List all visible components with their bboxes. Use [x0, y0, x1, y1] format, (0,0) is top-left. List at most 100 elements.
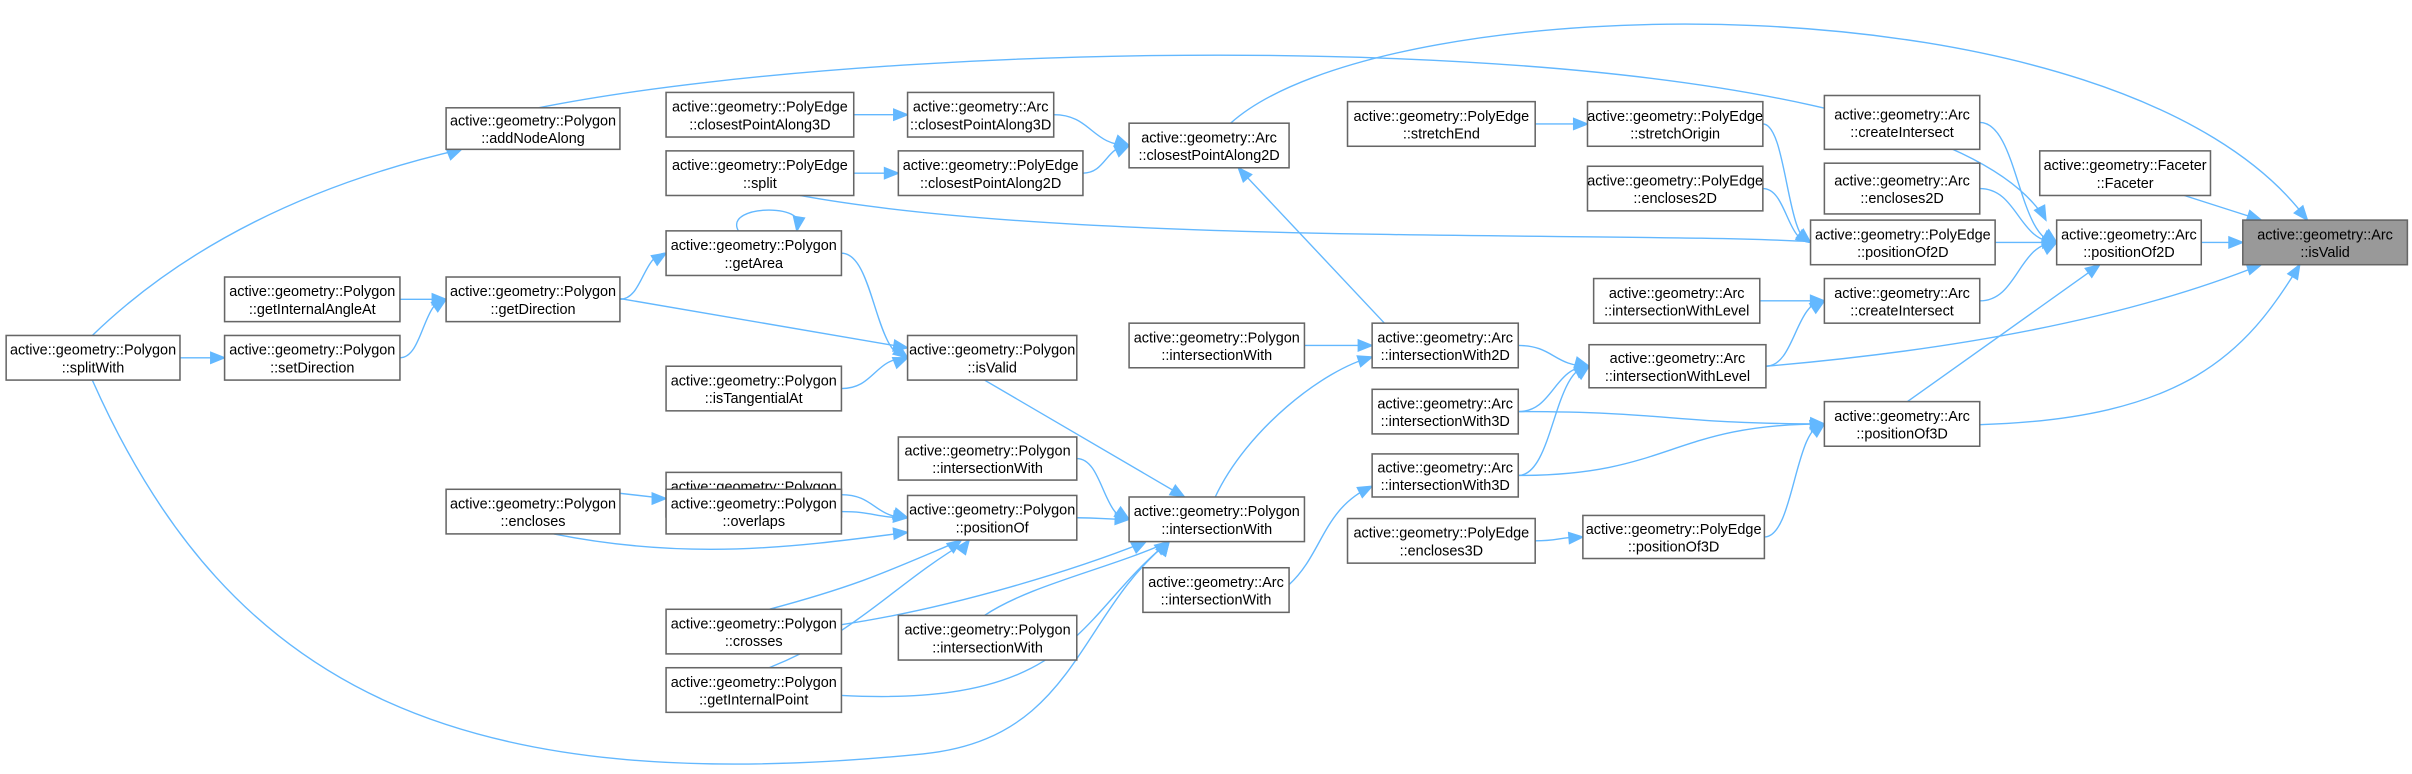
node-arcCPA2D[interactable]: active::geometry::Arc::closestPointAlong…	[1128, 122, 1290, 169]
node-label-class: active::geometry::Arc	[1609, 286, 1745, 302]
node-label-class: active::geometry::PolyEdge	[672, 158, 848, 174]
node-peStretchEnd[interactable]: active::geometry::PolyEdge::stretchEnd	[1346, 100, 1536, 148]
node-label-method: ::closestPointAlong3D	[689, 117, 830, 133]
node-pePos2D[interactable]: active::geometry::PolyEdge::positionOf2D	[1809, 219, 1996, 266]
node-arcCreateTop[interactable]: active::geometry::Arc::createIntersect	[1823, 94, 1981, 151]
node-box	[897, 614, 1078, 661]
node-label-method: ::intersectionWith3D	[1381, 478, 1510, 494]
node-box	[897, 150, 1084, 197]
node-label-method: ::setDirection	[270, 360, 354, 376]
edges	[91, 23, 2309, 765]
node-label-method: ::encloses	[501, 514, 566, 530]
node-peCPA3D[interactable]: active::geometry::PolyEdge::closestPoint…	[665, 91, 855, 138]
node-box	[445, 276, 621, 323]
arrowhead	[1155, 540, 1171, 558]
node-arcIW[interactable]: active::geometry::Arc::intersectionWith	[1142, 566, 1290, 614]
node-label-method: ::encloses2D	[1633, 191, 1716, 207]
node-label-class: active::geometry::Polygon	[450, 113, 616, 129]
node-label-class: active::geometry::Arc	[1141, 130, 1277, 146]
node-polyIWtop[interactable]: active::geometry::Polygon::intersectionW…	[1128, 322, 1306, 369]
node-label-method: ::isValid	[967, 360, 1016, 376]
node-arcIWLsmall[interactable]: active::geometry::Arc::intersectionWithL…	[1592, 277, 1761, 324]
node-label-method: ::closestPointAlong2D	[1138, 148, 1279, 164]
node-faceter[interactable]: active::geometry::Faceter::Faceter	[2038, 150, 2212, 197]
node-box	[1823, 94, 1981, 151]
edge-polyIsValid-to-polyIWmain	[984, 379, 1185, 498]
node-polyIWmid[interactable]: active::geometry::Polygon::intersectionW…	[897, 436, 1078, 481]
node-arcIWL[interactable]: active::geometry::Arc::intersectionWithL…	[1588, 343, 1767, 389]
node-peStretchOrigin[interactable]: active::geometry::PolyEdge::stretchOrigi…	[1586, 100, 1764, 148]
node-label-class: active::geometry::Polygon	[905, 443, 1071, 459]
node-addNodeAlong[interactable]: active::geometry::Polygon::addNodeAlong	[445, 107, 621, 151]
node-peCPA2D[interactable]: active::geometry::PolyEdge::closestPoint…	[897, 150, 1084, 197]
arrowhead	[2033, 204, 2047, 222]
node-label-class: active::geometry::Arc	[2061, 227, 2197, 243]
node-label-class: active::geometry::Arc	[1377, 397, 1513, 413]
node-label-method: ::split	[743, 176, 777, 192]
node-peEncl2D[interactable]: active::geometry::PolyEdge::encloses2D	[1586, 165, 1764, 212]
node-box	[1346, 517, 1536, 564]
node-polyIsValid[interactable]: active::geometry::Polygon::isValid	[906, 334, 1078, 381]
arrowhead	[892, 339, 910, 352]
edge-getArea-to-getArea	[735, 209, 800, 232]
node-box	[1588, 343, 1767, 389]
node-label-method: ::intersectionWith	[932, 640, 1043, 656]
node-box	[1128, 496, 1306, 543]
edge-peSplit-to-pePos2D	[799, 194, 1811, 243]
node-arcPos2D[interactable]: active::geometry::Arc::positionOf2D	[2055, 219, 2203, 266]
node-getIntPoint[interactable]: active::geometry::Polygon::getInternalPo…	[665, 666, 843, 714]
node-peSplit[interactable]: active::geometry::PolyEdge::split	[665, 150, 855, 197]
node-isTangential[interactable]: active::geometry::Polygon::isTangentialA…	[665, 365, 843, 412]
node-box	[1592, 277, 1761, 324]
node-box	[1586, 100, 1764, 148]
node-arcCPA3D[interactable]: active::geometry::Arc::closestPointAlong…	[906, 91, 1055, 138]
node-isValid[interactable]: active::geometry::Arc::isValid	[2242, 219, 2409, 266]
node-arcPos3D[interactable]: active::geometry::Arc::positionOf3D	[1823, 400, 1981, 447]
node-getArea[interactable]: active::geometry::Polygon::getArea	[665, 230, 843, 277]
node-label-method: ::stretchEnd	[1403, 127, 1480, 143]
arrowhead	[445, 148, 464, 161]
node-getIntAngle[interactable]: active::geometry::Polygon::getInternalAn…	[223, 276, 401, 323]
node-label-class: active::geometry::Polygon	[229, 343, 395, 359]
node-polyIWlow[interactable]: active::geometry::Polygon::intersectionW…	[897, 614, 1078, 661]
node-box	[1823, 277, 1981, 324]
node-label-method: ::overlaps	[722, 514, 785, 530]
node-setDirection[interactable]: active::geometry::Polygon::setDirection	[223, 334, 401, 381]
node-pePos3D[interactable]: active::geometry::PolyEdge::positionOf3D	[1582, 514, 1766, 560]
node-label-method: ::intersectionWith	[1161, 593, 1272, 609]
node-arcIW2D[interactable]: active::geometry::Arc::intersectionWith2…	[1371, 322, 1520, 369]
arrowhead	[2228, 235, 2245, 249]
node-box	[1809, 219, 1996, 266]
node-getDirection[interactable]: active::geometry::Polygon::getDirection	[445, 276, 621, 323]
node-box	[906, 334, 1078, 381]
node-label-class: active::geometry::Arc	[2257, 227, 2393, 243]
node-box	[1128, 322, 1306, 369]
node-arcIW3Da[interactable]: active::geometry::Arc::intersectionWith3…	[1371, 388, 1520, 435]
node-label-class: active::geometry::Arc	[1834, 286, 1970, 302]
node-box	[906, 494, 1078, 541]
arrowhead	[2040, 241, 2059, 256]
node-enclosesLeft[interactable]: active::geometry::Polygon::encloses	[445, 488, 621, 535]
arrowhead	[1113, 134, 1131, 147]
node-box	[223, 276, 401, 323]
node-label-method: ::encloses3D	[1400, 543, 1483, 559]
node-label-class: active::geometry::PolyEdge	[1587, 173, 1763, 189]
node-arcEncl2D[interactable]: active::geometry::Arc::encloses2D	[1823, 162, 1981, 215]
node-label-class: active::geometry::Polygon	[671, 497, 837, 513]
node-peEncl3D[interactable]: active::geometry::PolyEdge::encloses3D	[1346, 517, 1536, 564]
edge-arcIW3Db-to-arcPos3D	[1518, 423, 1825, 477]
node-polyIWmain[interactable]: active::geometry::Polygon::intersectionW…	[1128, 496, 1306, 543]
node-label-method: ::intersectionWithLevel	[1604, 303, 1749, 319]
node-arcCreateMid[interactable]: active::geometry::Arc::createIntersect	[1823, 277, 1981, 324]
node-positionOf[interactable]: active::geometry::Polygon::positionOf	[906, 494, 1078, 541]
node-overlaps[interactable]: active::geometry::Polygon::overlaps	[665, 488, 843, 535]
node-label-class: active::geometry::PolyEdge	[1586, 522, 1762, 538]
node-arcIW3Db[interactable]: active::geometry::Arc::intersectionWith3…	[1371, 453, 1520, 498]
node-label-class: active::geometry::Arc	[1610, 351, 1746, 367]
node-splitWith[interactable]: active::geometry::Polygon::splitWith	[5, 334, 181, 381]
node-box	[223, 334, 401, 381]
node-crosses[interactable]: active::geometry::Polygon::crosses	[665, 608, 843, 655]
edge-crosses-to-polyIWmain	[841, 540, 1147, 626]
node-label-method: ::isTangentialAt	[705, 391, 803, 407]
